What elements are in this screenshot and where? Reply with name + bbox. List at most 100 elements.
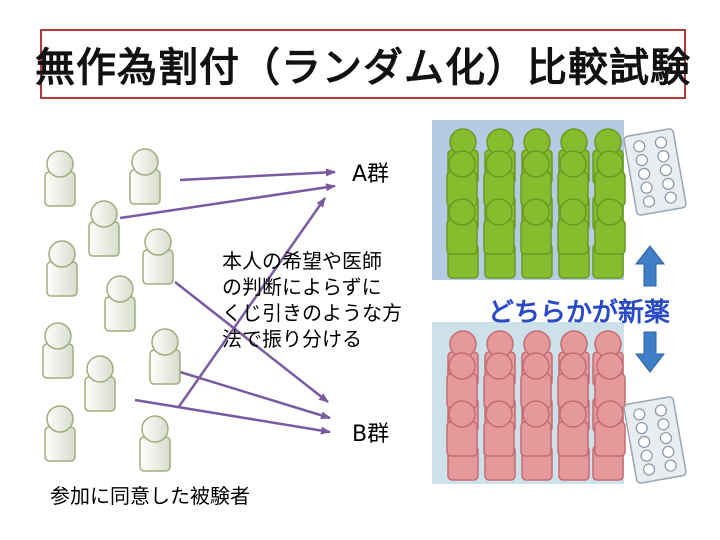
pill — [662, 445, 675, 458]
person-head — [522, 198, 550, 226]
page-title: 無作為割付（ランダム化）比較試験 — [35, 45, 691, 91]
person-icon — [520, 150, 552, 207]
pill — [654, 136, 668, 149]
assignment-arrows — [119, 168, 336, 435]
person-icon — [129, 148, 161, 205]
pill — [657, 150, 670, 163]
assignment-arrow — [174, 281, 329, 403]
person-head — [559, 150, 587, 178]
person-icon — [88, 200, 120, 257]
person-head — [596, 150, 624, 178]
pill — [635, 154, 648, 167]
person-head — [448, 150, 476, 178]
person-icon — [44, 150, 76, 207]
person-head — [596, 198, 624, 226]
person-head — [151, 328, 179, 356]
person-head — [46, 405, 74, 433]
person-head — [485, 352, 513, 380]
method-line: くじ引きのような方 — [222, 301, 402, 325]
up-arrow-icon — [634, 245, 666, 287]
person-head — [485, 400, 513, 428]
person-head — [144, 228, 172, 256]
person-icon — [520, 198, 552, 255]
pill — [657, 418, 670, 431]
person-head — [559, 352, 587, 380]
person-head — [485, 198, 513, 226]
person-icon — [149, 328, 181, 385]
person-icon — [483, 198, 515, 255]
method-description: 本人の希望や医師 の判断によらずに くじ引きのような方 法で振り分ける — [222, 248, 402, 352]
person-head — [485, 150, 513, 178]
person-icon — [594, 150, 626, 207]
pill — [638, 435, 651, 449]
pill-packs — [623, 128, 687, 484]
person-icon — [446, 150, 478, 207]
person-head — [522, 400, 550, 428]
pill-pack-icon — [623, 128, 687, 216]
person-icon — [42, 322, 74, 379]
person-icon — [483, 150, 515, 207]
pill — [664, 191, 677, 204]
person-head — [559, 400, 587, 428]
person-icon — [446, 198, 478, 255]
person-head — [596, 400, 624, 428]
assignment-arrow — [134, 398, 331, 435]
question-text: どちらかが新薬 — [488, 298, 671, 328]
person-head — [131, 148, 159, 176]
assignment-arrow — [179, 370, 331, 420]
person-head — [522, 150, 550, 178]
pill — [642, 463, 656, 476]
person-icon — [557, 150, 589, 207]
up-down-arrows — [634, 245, 666, 373]
person-icon — [594, 400, 626, 457]
person-icon — [520, 400, 552, 457]
person-head — [48, 240, 76, 268]
pill — [664, 459, 677, 472]
pill — [640, 449, 653, 462]
pill — [642, 195, 656, 208]
person-icon — [446, 400, 478, 457]
person-icon — [84, 355, 116, 412]
person-icon — [446, 352, 478, 409]
title-box: 無作為割付（ランダム化）比較試験 — [35, 29, 690, 99]
assignment-arrow — [176, 197, 327, 409]
pill — [659, 431, 672, 445]
person-head — [559, 198, 587, 226]
method-line: 法で振り分ける — [222, 327, 362, 351]
down-arrow-icon — [634, 331, 666, 373]
pill — [662, 177, 675, 190]
person-icon — [483, 352, 515, 409]
person-icon — [557, 400, 589, 457]
pill — [633, 408, 646, 421]
pill-pack-icon — [623, 396, 687, 484]
person-icon — [557, 352, 589, 409]
person-head — [141, 415, 169, 443]
person-icon — [557, 198, 589, 255]
participants-label: 参加に同意した被験者 — [50, 484, 250, 508]
person-head — [522, 352, 550, 380]
person-icon — [594, 352, 626, 409]
person-head — [90, 200, 118, 228]
person-icon — [142, 228, 174, 285]
person-icon — [483, 400, 515, 457]
person-icon — [46, 240, 78, 297]
assignment-arrow — [119, 183, 336, 220]
person-icon — [139, 415, 171, 472]
person-head — [448, 400, 476, 428]
method-line: 本人の希望や医師 — [222, 249, 382, 273]
pill — [633, 140, 646, 153]
person-icon — [104, 275, 136, 332]
pill — [638, 167, 651, 181]
pill — [635, 422, 648, 435]
person-head — [596, 352, 624, 380]
participant-pool — [42, 148, 181, 472]
person-head — [106, 275, 134, 303]
person-icon — [44, 405, 76, 462]
group-b-label: B群 — [352, 422, 390, 447]
person-head — [46, 150, 74, 178]
person-head — [448, 352, 476, 380]
group-a-label: A群 — [352, 162, 390, 187]
person-head — [44, 322, 72, 350]
person-head — [448, 198, 476, 226]
